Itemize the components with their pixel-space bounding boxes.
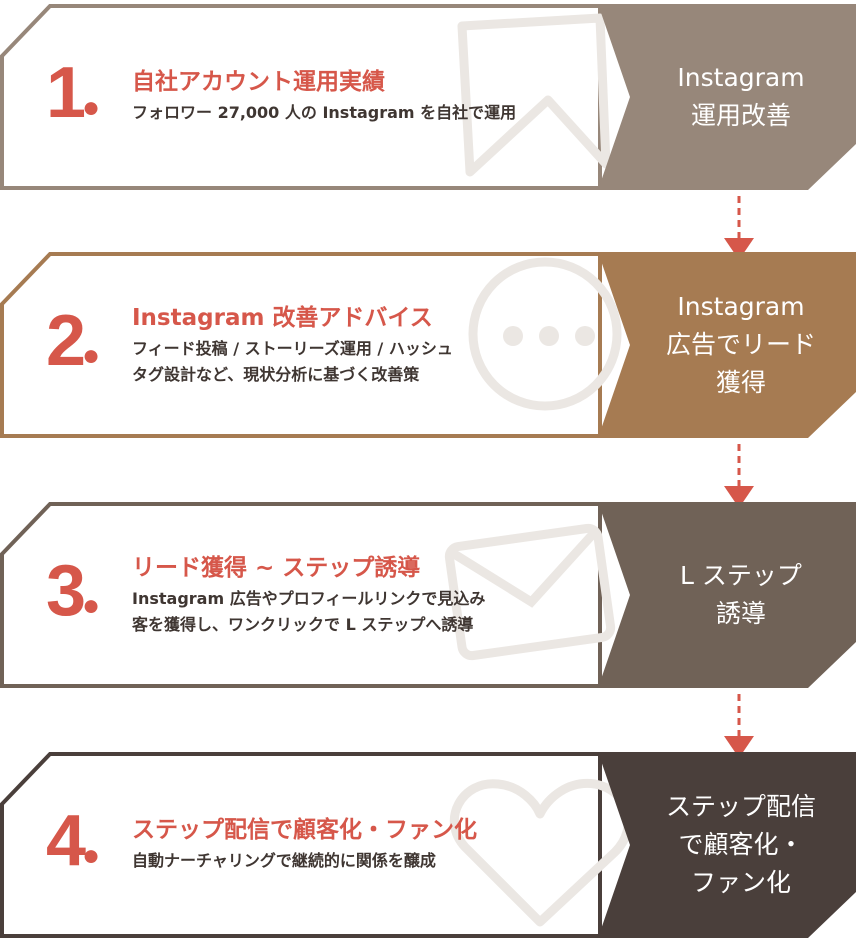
panel-line: Instagram: [677, 63, 805, 92]
panel-line: で顧客化・: [678, 830, 804, 859]
panel-line: 誘導: [715, 599, 766, 628]
description-line: フォロワー 27,000 人の Instagram を自社で運用: [132, 103, 517, 122]
step-title: 自社アカウント運用実績: [132, 69, 385, 95]
panel-line: Instagram: [677, 292, 805, 321]
card-background: [0, 752, 856, 938]
card-background: [0, 4, 856, 190]
description-line: 客を獲得し、ワンクリックで L ステップへ誘導: [132, 615, 474, 634]
step-panel: [598, 502, 856, 688]
step-title: リード獲得 ~ ステップ誘導: [132, 555, 421, 581]
step-card-2: 2● Instagram 改善アドバイスフィード投稿 / ストーリーズ運用 / ハ…: [0, 252, 856, 438]
description-line: 自動ナーチャリングで継続的に関係を醸成: [132, 851, 436, 870]
down-arrow-icon: [724, 690, 754, 768]
step-panel: [598, 4, 856, 190]
step-number-label: 2●: [46, 301, 101, 381]
chat-bubble-icon: [468, 257, 622, 411]
panel-label: ステップ配信で顧客化・ファン化: [628, 788, 854, 902]
down-arrow-icon: [724, 440, 754, 518]
step-number: 2: [46, 301, 86, 381]
panel-label: Instagram 広告でリード獲得: [628, 288, 854, 402]
step-panel: [598, 752, 856, 938]
description-line: フィード投稿 / ストーリーズ運用 / ハッシュ: [132, 339, 453, 358]
description-line: タグ設計など、現状分析に基づく改善策: [132, 365, 420, 384]
card-background: [0, 252, 856, 438]
panel-label: L ステップ誘導: [628, 557, 854, 633]
step-number: 3: [46, 551, 86, 631]
step-title: Instagram 改善アドバイス: [132, 305, 433, 331]
panel-line: ファン化: [690, 868, 791, 897]
step-card-1: 1● 自社アカウント運用実績フォロワー 27,000 人の Instagram を…: [0, 4, 856, 190]
panel-line: L ステップ: [680, 561, 802, 590]
description-line: Instagram 広告やプロフィールリンクで見込み: [132, 589, 486, 608]
panel-label: Instagram 運用改善: [628, 59, 854, 135]
panel-line: 獲得: [715, 368, 766, 397]
step-card-3: 3● リード獲得 ~ ステップ誘導 Instagram 広告やプロフィールリンクで見…: [0, 502, 856, 688]
step-number-label: 4●: [46, 801, 101, 881]
step-number: 4: [46, 801, 86, 881]
step-number-label: 3●: [46, 551, 101, 631]
card-background: [0, 502, 856, 688]
step-description: 自動ナーチャリングで継続的に関係を醸成: [132, 848, 436, 874]
step-description: フィード投稿 / ストーリーズ運用 / ハッシュタグ設計など、現状分析に基づく改…: [132, 336, 453, 388]
step-title: ステップ配信で顧客化・ファン化: [132, 817, 477, 843]
down-arrow-icon: [724, 192, 754, 270]
panel-line: 運用改善: [690, 101, 791, 130]
step-description: フォロワー 27,000 人の Instagram を自社で運用: [132, 100, 516, 126]
panel-line: 広告でリード: [665, 330, 816, 359]
envelope-icon: [444, 523, 616, 661]
step-number-label: 1●: [46, 53, 101, 133]
bookmark-icon: [457, 13, 611, 177]
step-description: Instagram 広告やプロフィールリンクで見込み客を獲得し、ワンクリックで …: [132, 586, 485, 638]
step-panel: [598, 252, 856, 438]
step-card-4: 4●ステップ配信で顧客化・ファン化自動ナーチャリングで継続的に関係を醸成ステップ…: [0, 752, 856, 938]
step-number: 1: [46, 53, 86, 133]
panel-line: ステップ配信: [665, 792, 816, 821]
